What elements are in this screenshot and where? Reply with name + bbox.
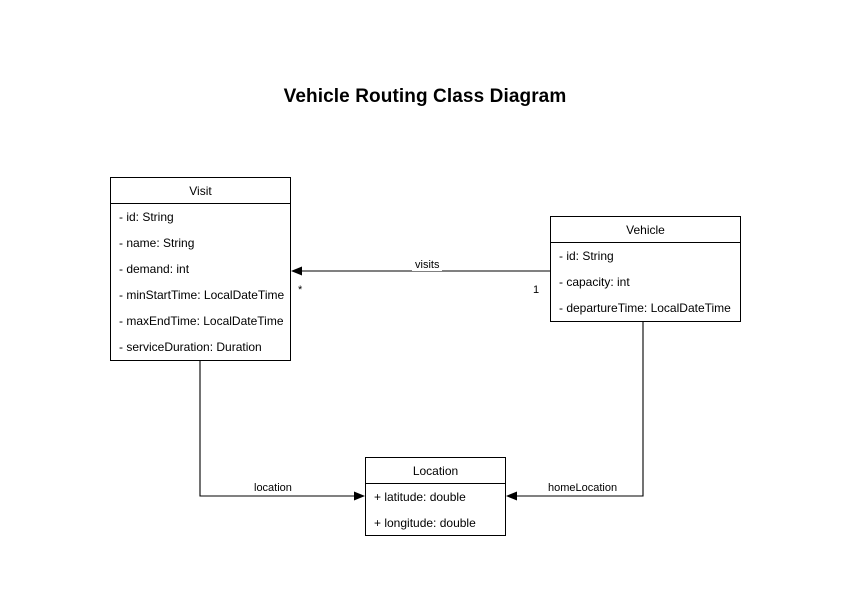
attribute-row: - id: String xyxy=(559,249,614,263)
association-location xyxy=(199,361,365,501)
attribute-row: - id: String xyxy=(119,210,174,224)
class-name-visit: Visit xyxy=(111,178,290,204)
multiplicity-visit-end: * xyxy=(298,284,303,296)
arrowhead-location xyxy=(354,491,365,501)
attribute-row: - minStartTime: LocalDateTime xyxy=(119,288,285,302)
association-label-homelocation: homeLocation xyxy=(545,482,621,494)
arrowhead-homelocation xyxy=(506,491,517,501)
class-box-visit[interactable]: Visit - id: String - name: String - dema… xyxy=(110,177,291,361)
attribute-row: - departureTime: LocalDateTime xyxy=(559,301,731,315)
attribute-row: + latitude: double xyxy=(374,490,466,504)
class-box-vehicle[interactable]: Vehicle - id: String - capacity: int - d… xyxy=(550,216,741,322)
attribute-row: - serviceDuration: Duration xyxy=(119,340,262,354)
class-attributes-location: + latitude: double + longitude: double xyxy=(366,484,505,536)
arrowhead-visits xyxy=(291,266,302,276)
class-attributes-vehicle: - id: String - capacity: int - departure… xyxy=(551,243,740,321)
page-title: Vehicle Routing Class Diagram xyxy=(283,86,567,107)
association-label-location: location xyxy=(251,482,295,494)
attribute-row: - maxEndTime: LocalDateTime xyxy=(119,314,284,328)
class-box-location[interactable]: Location + latitude: double + longitude:… xyxy=(365,457,506,536)
class-name-location: Location xyxy=(366,458,505,484)
association-homelocation xyxy=(506,322,644,501)
attribute-row: - name: String xyxy=(119,236,195,250)
multiplicity-vehicle-end: 1 xyxy=(533,284,540,296)
attribute-row: - demand: int xyxy=(119,262,190,276)
class-attributes-visit: - id: String - name: String - demand: in… xyxy=(111,204,290,360)
attribute-row: - capacity: int xyxy=(559,275,630,289)
attribute-row: + longitude: double xyxy=(374,516,476,530)
association-label-visits: visits xyxy=(412,259,443,271)
class-name-vehicle: Vehicle xyxy=(551,217,740,243)
